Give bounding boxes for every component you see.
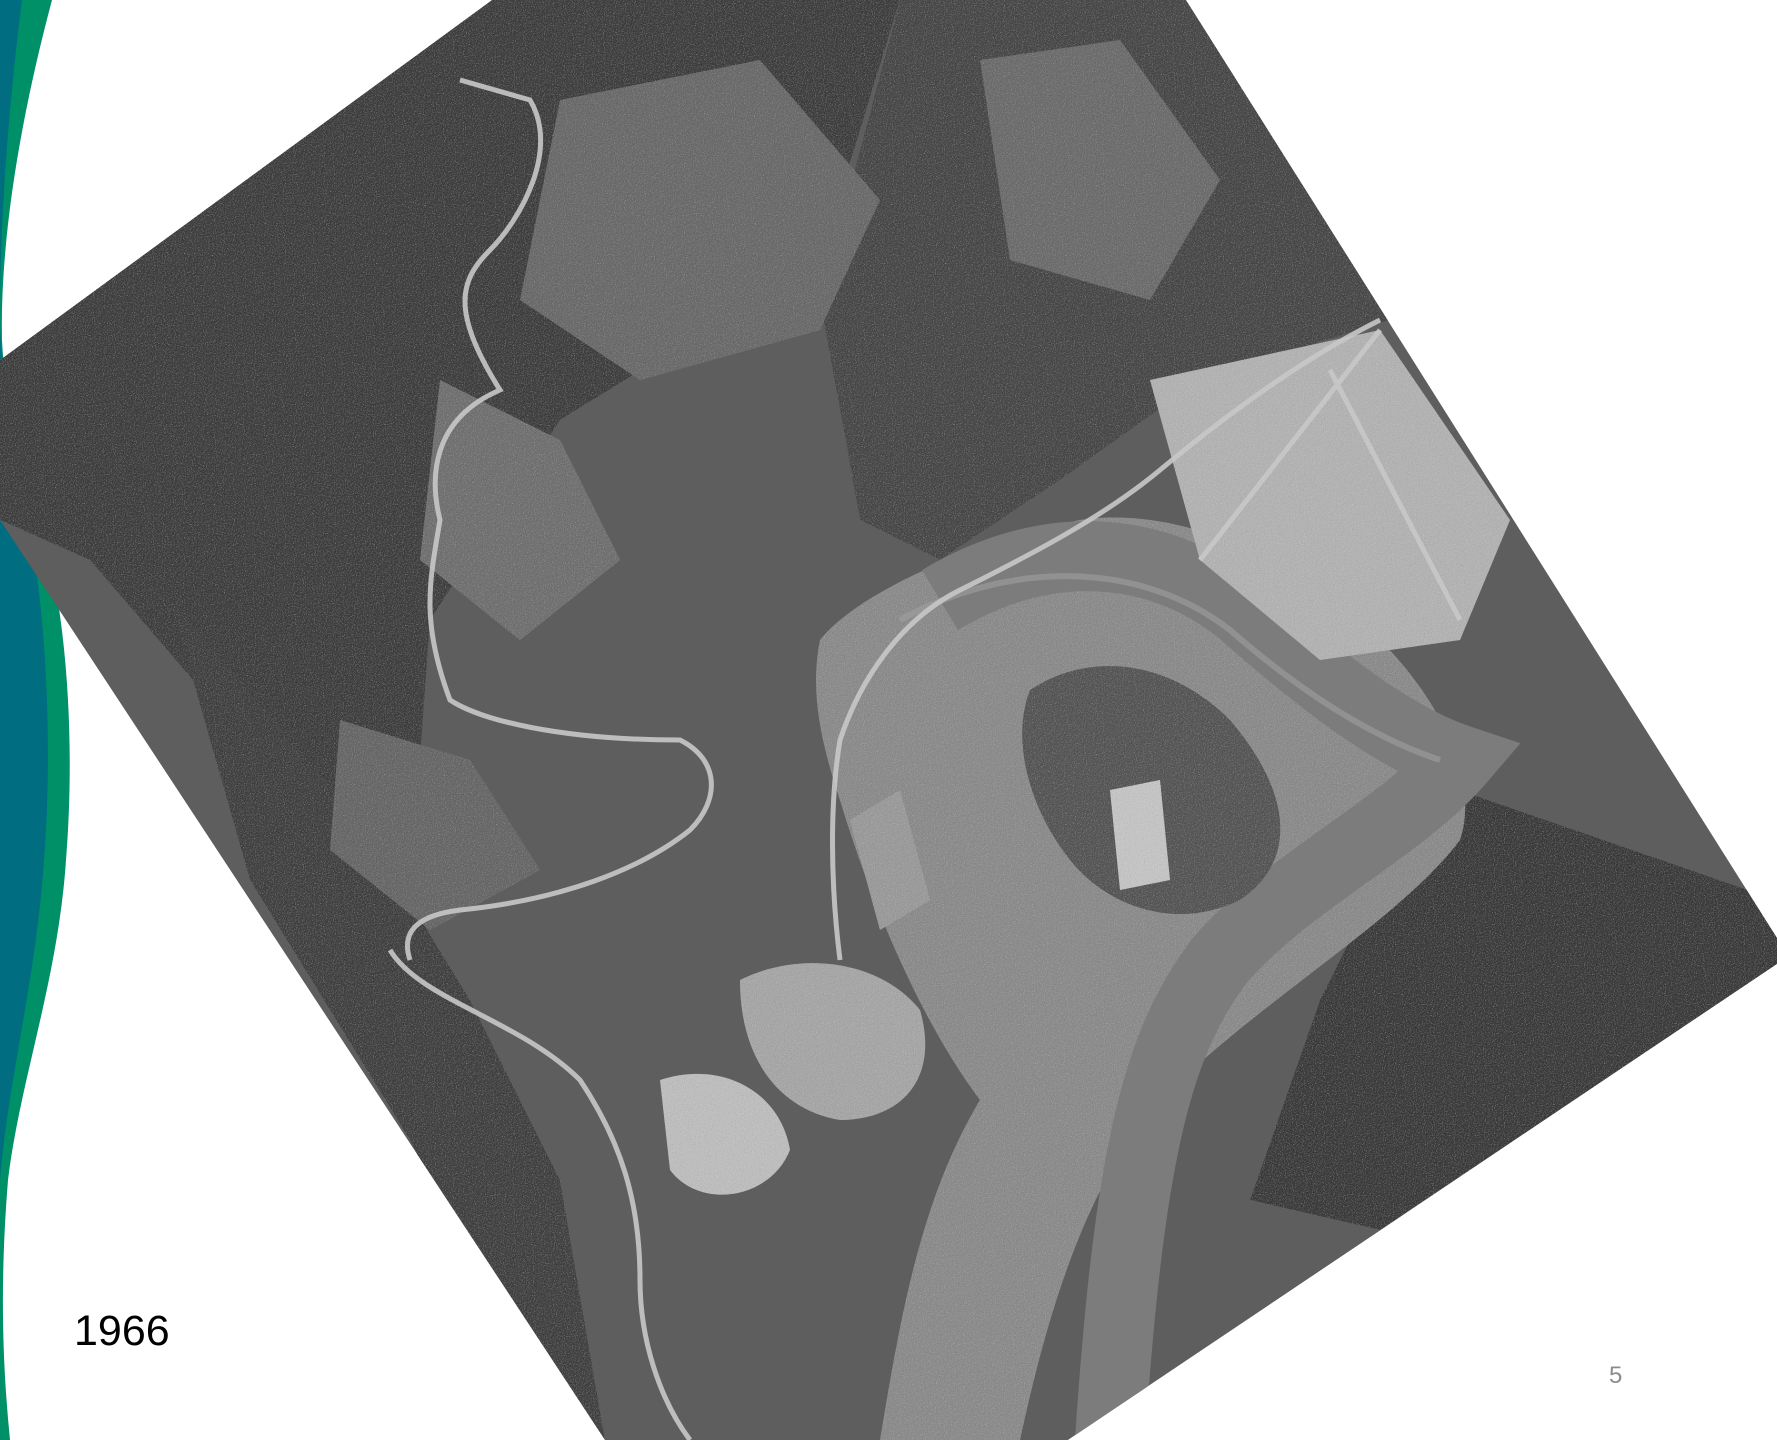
floodplain — [816, 517, 1466, 1440]
slide-number: 5 — [1609, 1362, 1623, 1389]
river — [922, 521, 1521, 1440]
roads — [387, 77, 1463, 1440]
construction-site — [660, 330, 1510, 1195]
year-label: 1966 — [74, 1307, 170, 1355]
teal-wave-band — [0, 0, 48, 1180]
